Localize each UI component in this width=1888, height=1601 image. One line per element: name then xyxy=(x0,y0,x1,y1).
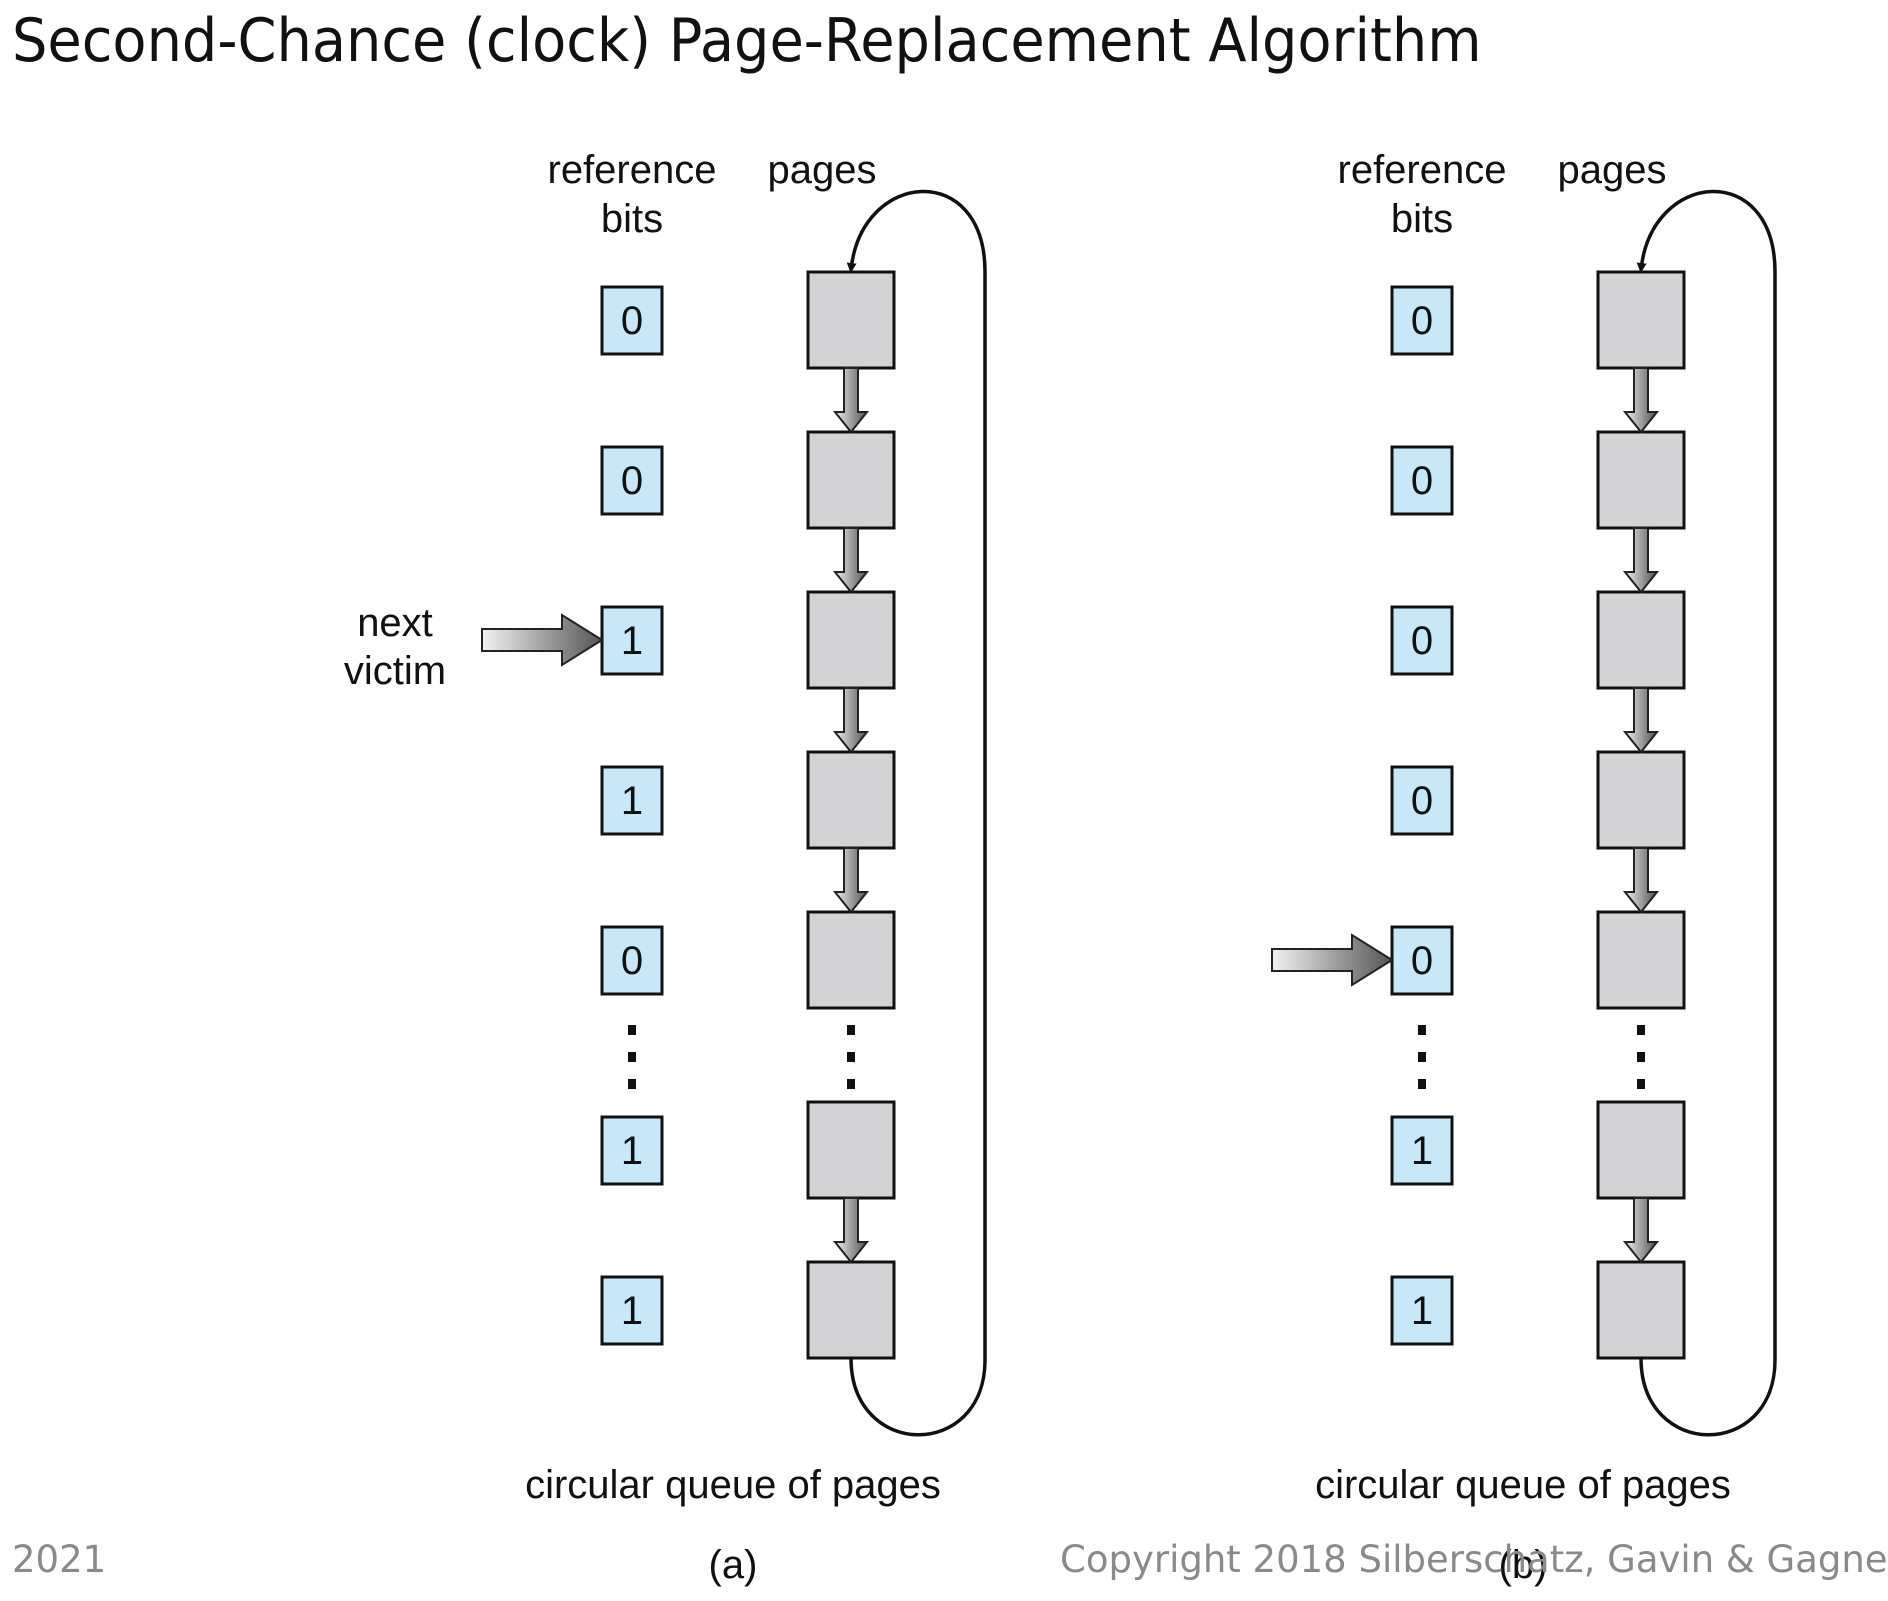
page-box xyxy=(1596,910,1686,1010)
circular-queue-label: circular queue of pages xyxy=(1315,1463,1731,1507)
reference-bit-value: 0 xyxy=(1411,779,1433,823)
next-page-arrow xyxy=(1622,1197,1660,1264)
reference-bit-value: 1 xyxy=(621,619,643,663)
page-box xyxy=(806,430,896,530)
next-page-arrow xyxy=(1622,367,1660,434)
pointer-label: victim xyxy=(344,649,446,693)
page-box xyxy=(1596,750,1686,850)
page-box xyxy=(1596,270,1686,370)
reference-bit-box xyxy=(1390,285,1454,356)
next-page-arrow xyxy=(832,847,870,914)
reference-bit-value: 1 xyxy=(621,1129,643,1173)
reference-bit-box xyxy=(1390,1115,1454,1186)
clock-hand-pointer-arrow xyxy=(481,613,604,667)
circular-queue-label: circular queue of pages xyxy=(525,1463,941,1507)
footer-copyright: Copyright 2018 Silberschatz, Gavin & Gag… xyxy=(1060,1538,1888,1581)
reference-bit-box xyxy=(1390,605,1454,676)
pointer-label: next xyxy=(357,601,433,645)
page-box xyxy=(806,910,896,1010)
page-box xyxy=(806,1100,896,1200)
next-page-arrow xyxy=(1622,527,1660,594)
reference-bit-box xyxy=(600,925,664,996)
page-box xyxy=(806,270,896,370)
reference-bit-box xyxy=(600,445,664,516)
reference-bit-value: 1 xyxy=(1411,1129,1433,1173)
next-page-arrow xyxy=(1622,847,1660,914)
ellipsis-dot xyxy=(1637,1079,1645,1089)
circular-queue-loop xyxy=(846,189,987,1437)
pages-header: pages xyxy=(1558,148,1667,192)
page-box xyxy=(806,750,896,850)
page-box xyxy=(1596,590,1686,690)
reference-bit-box xyxy=(1390,445,1454,516)
reference-bits-header: reference xyxy=(548,148,717,192)
reference-bit-value: 0 xyxy=(1411,299,1433,343)
reference-bits-header: bits xyxy=(601,197,663,241)
reference-bit-box xyxy=(1390,765,1454,836)
ellipsis-dot xyxy=(628,1025,636,1035)
ellipsis-dot xyxy=(847,1079,855,1089)
reference-bit-value: 0 xyxy=(621,299,643,343)
reference-bit-value: 0 xyxy=(621,939,643,983)
pages-header: pages xyxy=(768,148,877,192)
reference-bit-value: 0 xyxy=(1411,459,1433,503)
reference-bit-value: 1 xyxy=(621,1289,643,1333)
page-box xyxy=(806,590,896,690)
next-page-arrow xyxy=(832,527,870,594)
reference-bit-value: 0 xyxy=(1411,939,1433,983)
circular-queue-loop xyxy=(1636,189,1777,1437)
reference-bit-box xyxy=(1390,1275,1454,1346)
page-box xyxy=(806,1260,896,1360)
ellipsis-dot xyxy=(1418,1025,1426,1035)
ellipsis-dot xyxy=(847,1025,855,1035)
page-box xyxy=(1596,1100,1686,1200)
ellipsis-dot xyxy=(1418,1052,1426,1062)
ellipsis-dot xyxy=(628,1079,636,1089)
slide-title: Second-Chance (clock) Page-Replacement A… xyxy=(12,6,1482,76)
page-box xyxy=(1596,1260,1686,1360)
reference-bit-value: 1 xyxy=(1411,1289,1433,1333)
panel-caption: (a) xyxy=(709,1543,758,1587)
reference-bit-box xyxy=(1390,925,1454,996)
next-page-arrow xyxy=(832,367,870,434)
next-page-arrow xyxy=(832,1197,870,1264)
ellipsis-dot xyxy=(1637,1052,1645,1062)
next-page-arrow xyxy=(1622,687,1660,754)
reference-bit-box xyxy=(600,765,664,836)
panel-b: reference bits pages 0 0 0 0 0 1 1 circular queue … xyxy=(1271,148,1777,1587)
reference-bit-box xyxy=(600,285,664,356)
reference-bits-header: reference xyxy=(1338,148,1507,192)
footer-year: 2021 xyxy=(12,1538,107,1581)
ellipsis-dot xyxy=(1418,1079,1426,1089)
reference-bit-box xyxy=(600,1275,664,1346)
panel-a: reference bits pages 0 0 1 1 0 1 1 circular queue … xyxy=(344,148,987,1587)
reference-bit-box xyxy=(600,1115,664,1186)
ellipsis-dot xyxy=(1637,1025,1645,1035)
reference-bit-value: 1 xyxy=(621,779,643,823)
page-box xyxy=(1596,430,1686,530)
clock-hand-pointer-arrow xyxy=(1271,933,1394,987)
reference-bit-value: 0 xyxy=(1411,619,1433,663)
next-page-arrow xyxy=(832,687,870,754)
panel-caption: (b) xyxy=(1499,1543,1548,1587)
reference-bit-value: 0 xyxy=(621,459,643,503)
ellipsis-dot xyxy=(847,1052,855,1062)
reference-bits-header: bits xyxy=(1391,197,1453,241)
ellipsis-dot xyxy=(628,1052,636,1062)
clock-algorithm-diagram: reference bits pages 0 0 1 1 0 1 1 circular queue … xyxy=(344,148,1777,1587)
